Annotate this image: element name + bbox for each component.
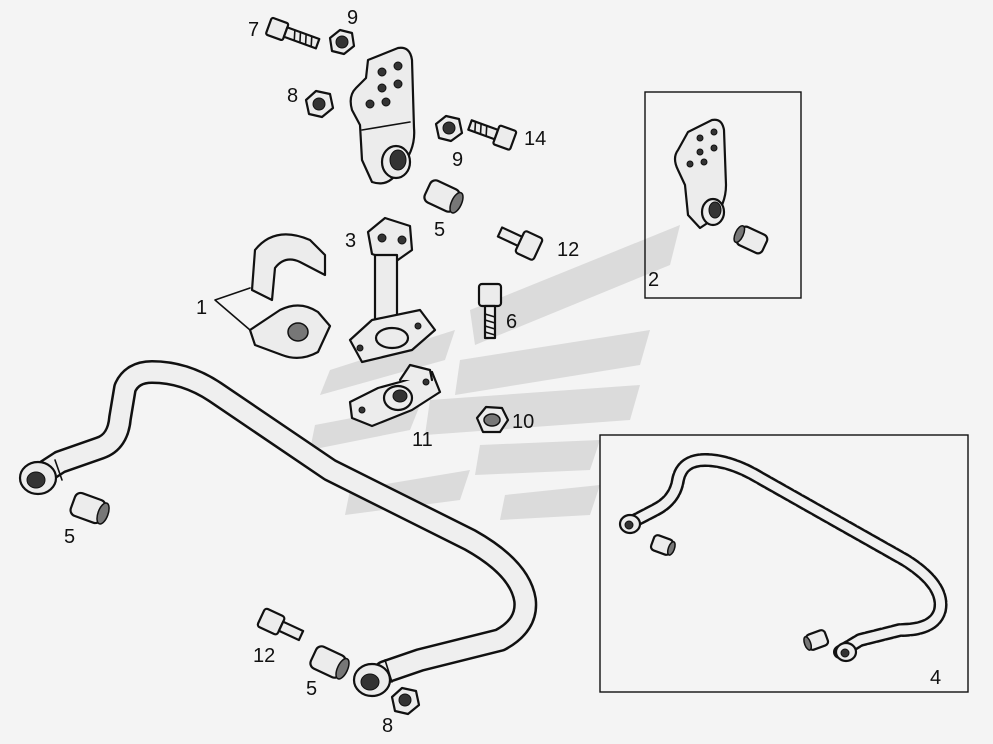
callout-11: 11 (412, 429, 433, 451)
bushing-5-top (423, 179, 464, 214)
clamp-11 (348, 363, 442, 428)
nut-10 (475, 405, 510, 434)
bushing-5-bottom (309, 645, 350, 680)
callout-2: 2 (648, 269, 659, 291)
callout-8-bottom: 8 (382, 715, 393, 737)
callout-1: 1 (196, 297, 207, 319)
callout-labels: 7 9 8 9 14 5 3 12 1 6 2 10 11 5 12 5 8 4 (64, 7, 941, 737)
callout-9-top: 9 (347, 7, 358, 29)
bolt-6 (477, 282, 503, 340)
callout-7-top: 7 (248, 19, 259, 41)
callout-9-mid: 9 (452, 149, 463, 171)
bolt-7 (265, 16, 321, 50)
inset-box-4 (599, 434, 969, 693)
callout-12-top: 12 (557, 239, 579, 261)
inset-box-2 (644, 91, 802, 299)
callout-5-top: 5 (434, 219, 445, 241)
callout-6: 6 (506, 311, 517, 333)
callout-12-bottom: 12 (253, 645, 275, 667)
stabilizer-bar (18, 360, 538, 698)
callout-3: 3 (345, 230, 356, 252)
bolt-12-top (496, 226, 544, 261)
rubber-bushing-1 (214, 233, 332, 359)
nut-9-mid (434, 114, 464, 143)
callout-4: 4 (930, 667, 941, 689)
callout-5-left: 5 (64, 526, 75, 548)
nut-9-top (328, 28, 356, 56)
callout-5-bottom: 5 (306, 678, 317, 700)
inset-bracket-2 (673, 118, 769, 255)
clamp-3 (348, 216, 437, 364)
bolt-14 (467, 119, 518, 151)
bushing-5-left (69, 491, 110, 525)
mounting-bracket (349, 46, 416, 185)
bolt-12-bottom (256, 607, 305, 642)
nut-8-top (304, 89, 335, 119)
nut-8-bottom (390, 686, 421, 716)
callout-14: 14 (524, 128, 546, 150)
inset-stabilizer-bar (618, 453, 948, 663)
callout-8-top: 8 (287, 85, 298, 107)
callout-10: 10 (512, 411, 534, 433)
